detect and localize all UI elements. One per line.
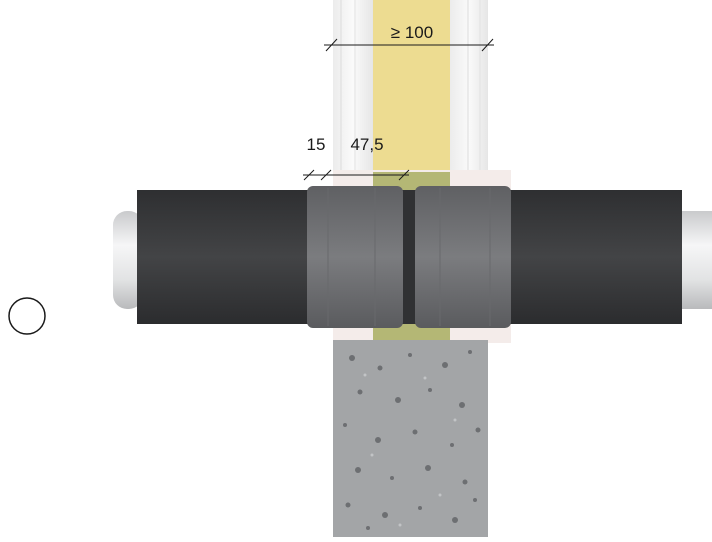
collar-gap (403, 190, 415, 324)
wall-board-right (450, 0, 488, 190)
concrete-section (333, 323, 511, 537)
wall-board-left (333, 0, 373, 190)
section-marker-circle (8, 297, 46, 335)
concrete-aggregate (343, 350, 481, 530)
pipe-assembly (113, 186, 712, 328)
wall-thickness-label: ≥ 100 (391, 23, 433, 42)
concrete-light-flecks (363, 373, 457, 527)
concrete-block (333, 340, 488, 537)
collar-right (415, 186, 511, 328)
steel-pipe-left (113, 211, 143, 309)
dimension-collar: 15 47,5 (303, 135, 410, 181)
collar-depth-label: 47,5 (350, 135, 383, 154)
collar-left (307, 186, 403, 328)
dimension-wall-thickness: ≥ 100 (324, 23, 494, 52)
mineral-wool-insulation (373, 0, 450, 175)
collar-offset-label: 15 (307, 135, 326, 154)
